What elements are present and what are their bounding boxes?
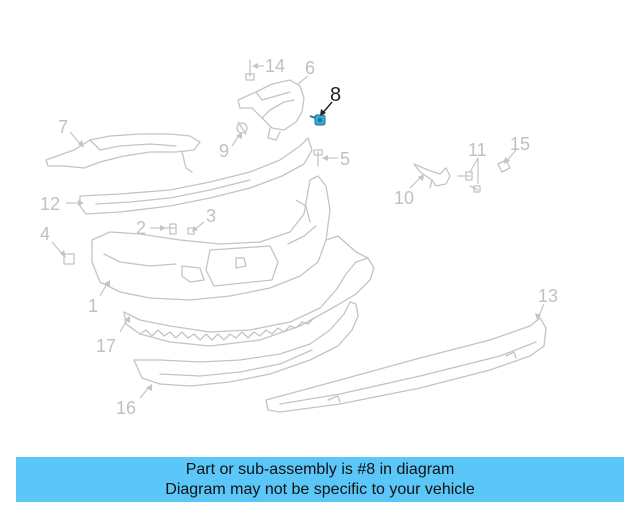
parts-diagram: 14 6 8 7 9 5 12 2 3 4 1 17 16 10 11 15 1… xyxy=(40,56,558,418)
callout-16: 16 xyxy=(116,398,136,418)
callout-2: 2 xyxy=(136,218,146,238)
part-14-bolt xyxy=(245,59,255,81)
part-5-bolt xyxy=(313,149,323,167)
callout-3: 3 xyxy=(206,206,216,226)
callout-7: 7 xyxy=(58,117,68,137)
part-11-bolts xyxy=(457,171,481,193)
part-4-nut xyxy=(63,253,75,265)
part-2-bolt xyxy=(163,223,177,235)
callout-5: 5 xyxy=(340,149,350,169)
callout-1: 1 xyxy=(88,296,98,316)
callout-9: 9 xyxy=(219,141,229,161)
part-10-bracket xyxy=(413,163,451,189)
callout-11: 11 xyxy=(468,140,487,160)
callout-8-highlighted: 8 xyxy=(330,84,341,106)
part-1-bumper-cover xyxy=(91,175,331,301)
callout-14: 14 xyxy=(265,56,285,76)
callout-17: 17 xyxy=(96,336,116,356)
leader-part-8 xyxy=(320,101,333,116)
callout-15: 15 xyxy=(510,134,530,154)
part-7-bracket xyxy=(45,133,201,173)
part-16-molding xyxy=(133,301,359,387)
part-17-valance xyxy=(123,235,375,347)
callout-10: 10 xyxy=(394,188,414,208)
part-6-bracket xyxy=(237,79,305,141)
banner-line-1: Part or sub-assembly is #8 in diagram xyxy=(185,461,455,478)
part-12-reinforcement xyxy=(79,137,313,215)
part-info-banner: Part or sub-assembly is #8 in diagram Di… xyxy=(16,457,624,502)
leader-lines xyxy=(51,63,545,399)
part-13-impact-bar xyxy=(265,317,547,413)
callout-6: 6 xyxy=(305,58,315,78)
callout-4: 4 xyxy=(40,224,50,244)
banner-line-2: Diagram may not be specific to your vehi… xyxy=(165,481,475,498)
part-8-fastener-highlighted xyxy=(309,114,326,126)
callout-12: 12 xyxy=(40,194,60,214)
callout-13: 13 xyxy=(538,286,558,306)
part-15-clip xyxy=(497,159,511,173)
